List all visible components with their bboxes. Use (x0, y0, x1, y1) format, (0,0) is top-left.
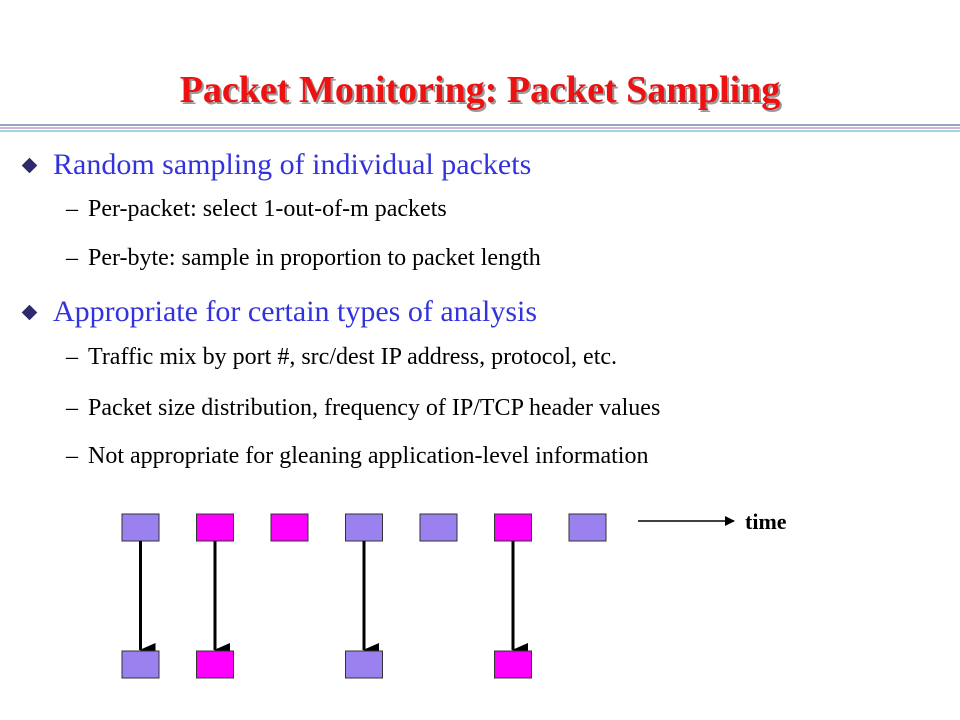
sampled-packet-purple (121, 650, 160, 679)
bullet-1-text: Random sampling of individual packets (53, 148, 532, 181)
packet-magenta (494, 513, 532, 542)
sub-item-text: Packet size distribution, frequency of I… (88, 395, 661, 421)
bullet-1: Random sampling of individual packets (20, 147, 531, 183)
packet-magenta (270, 513, 309, 542)
sampled-packet-purple (345, 650, 383, 679)
dash-icon: – (66, 443, 78, 469)
packet-purple (121, 513, 160, 542)
sampled-packet-magenta (494, 650, 532, 679)
sub-item-text: Per-packet: select 1-out-of-m packets (88, 196, 447, 222)
sampled-packets (121, 650, 532, 679)
bullet-1-sub-1: – Per-packet: select 1-out-of-m packets (66, 194, 447, 224)
slide-title: Packet Monitoring: Packet Sampling (179, 69, 781, 111)
bullet-2-sub-3: – Not appropriate for gleaning applicati… (66, 441, 648, 471)
bullet-1-sub-2: – Per-byte: sample in proportion to pack… (66, 243, 541, 273)
sub-item-text: Traffic mix by port #, src/dest IP addre… (88, 344, 618, 370)
packet-purple (419, 513, 458, 542)
dash-icon: – (66, 245, 78, 271)
packet-purple (345, 513, 383, 542)
sub-item-text: Not appropriate for gleaning application… (88, 443, 649, 469)
bullet-2-text: Appropriate for certain types of analysi… (53, 295, 537, 328)
dash-icon: – (66, 196, 78, 222)
bullet-2-sub-2: – Packet size distribution, frequency of… (66, 393, 660, 423)
time-label: time (745, 509, 787, 534)
dash-icon: – (66, 344, 78, 370)
packet-stream (121, 513, 607, 542)
sub-item-text: Per-byte: sample in proportion to packet… (88, 245, 541, 271)
packet-magenta (196, 513, 234, 542)
bullet-2: Appropriate for certain types of analysi… (20, 294, 537, 330)
title-divider (0, 124, 960, 134)
sampling-arrows (139, 541, 528, 657)
bullet-2-sub-1: – Traffic mix by port #, src/dest IP add… (66, 342, 617, 372)
sampled-packet-magenta (196, 650, 234, 679)
packet-purple (568, 513, 607, 542)
dash-icon: – (66, 395, 78, 421)
